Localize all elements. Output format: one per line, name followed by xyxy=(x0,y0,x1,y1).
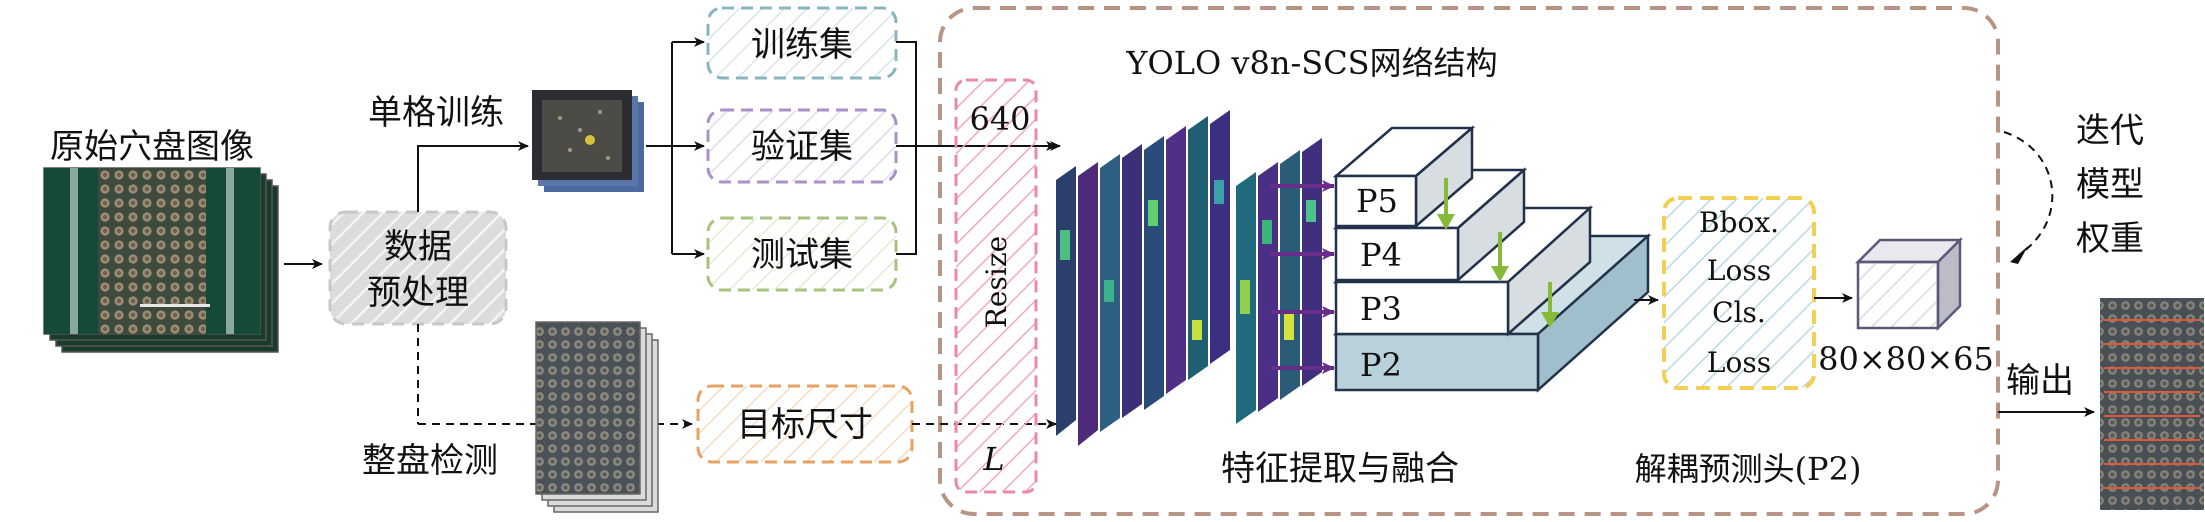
output-tensor-cube xyxy=(1854,236,1964,332)
block-p5 xyxy=(1332,125,1476,229)
whole-tray-detect-label: 整盘检测 xyxy=(362,441,498,481)
feature-maps-backbone xyxy=(1056,110,1230,446)
iterate-arrowhead xyxy=(2010,246,2028,264)
network-title: YOLO v8n-SCS网络结构 xyxy=(1125,44,1497,82)
test-set-box xyxy=(706,216,898,292)
iterate-label-1: 迭代 xyxy=(2076,111,2144,151)
line-preprocess-to-single-cell xyxy=(417,141,529,212)
p4-label: P4 xyxy=(1360,236,1402,274)
original-image-label: 原始穴盘图像 xyxy=(50,127,254,167)
single-cell-image-stack xyxy=(532,90,644,192)
val-set-label: 验证集 xyxy=(751,127,853,167)
test-set-label: 测试集 xyxy=(751,235,853,275)
iterate-label-3: 权重 xyxy=(2076,219,2144,259)
decoupled-head-label: 解耦预测头(P2) xyxy=(1635,450,1862,488)
original-tray-image-stack xyxy=(43,167,279,353)
bbox-loss-label-2: Loss xyxy=(1707,254,1771,287)
resize-bar xyxy=(954,78,1038,494)
output-detection-image xyxy=(2100,298,2204,510)
output-size-label: 80×80×65 xyxy=(1818,340,1994,378)
data-preprocess-label-2: 预处理 xyxy=(367,273,469,313)
input-size-label: 640 xyxy=(969,100,1030,138)
network-frame xyxy=(938,6,2000,516)
p2-label: P2 xyxy=(1360,346,1402,384)
resize-label: Resize xyxy=(980,236,1013,328)
cls-loss-label-1: Cls. xyxy=(1712,296,1766,329)
iterate-label-2: 模型 xyxy=(2076,165,2144,205)
feature-maps-neck xyxy=(1236,138,1322,424)
p5-label: P5 xyxy=(1356,182,1398,220)
cls-loss-label-2: Loss xyxy=(1707,346,1771,379)
target-size-label: 目标尺寸 xyxy=(737,405,873,445)
output-label: 输出 xyxy=(2006,361,2074,401)
feature-extract-label: 特征提取与融合 xyxy=(1221,449,1459,489)
decoupled-head-box xyxy=(1662,196,1816,390)
iterate-dashed-arc xyxy=(2003,131,2054,255)
whole-tray-image-stack xyxy=(535,321,659,513)
single-cell-train-label: 单格训练 xyxy=(368,93,504,133)
p3-label: P3 xyxy=(1360,290,1402,328)
data-preprocess-label-1: 数据 xyxy=(384,227,452,267)
train-set-label: 训练集 xyxy=(751,25,853,65)
bbox-loss-label-1: Bbox. xyxy=(1699,206,1779,239)
bracket-train xyxy=(896,41,917,255)
val-set-box xyxy=(706,108,898,184)
train-set-box xyxy=(706,6,898,80)
down-arrows-green xyxy=(1437,178,1559,328)
l-label: L xyxy=(982,440,1004,478)
